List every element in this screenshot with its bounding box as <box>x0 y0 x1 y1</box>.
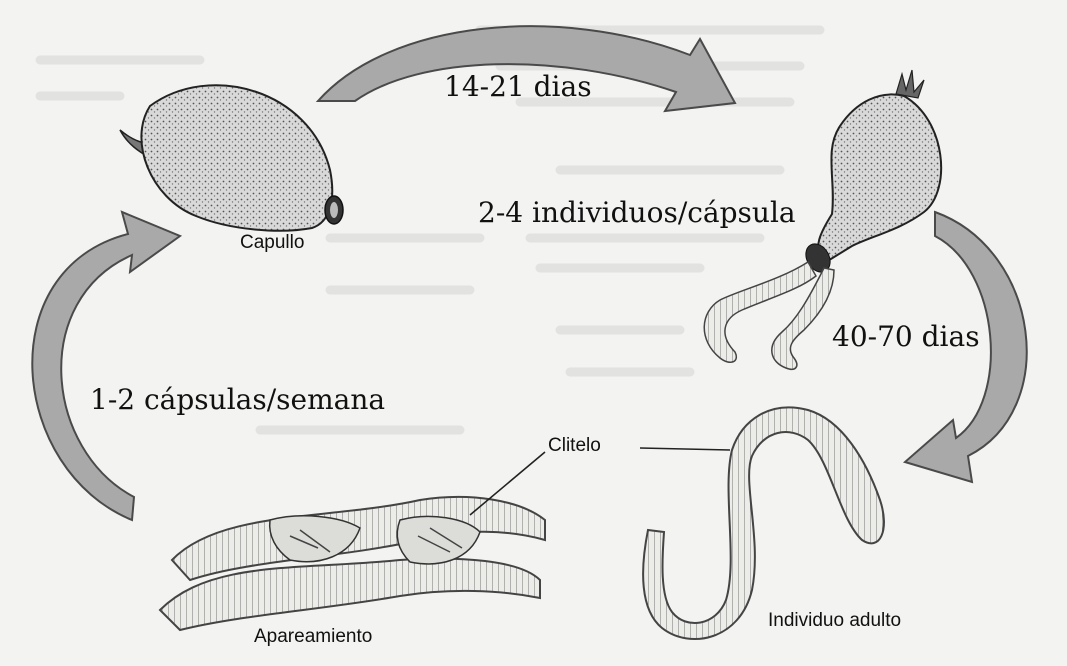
arrow-left <box>32 212 180 520</box>
label-time-top: 14-21 dias <box>444 70 592 103</box>
clitelo-pointer-right <box>640 448 730 450</box>
label-capsules-per-week: 1-2 cápsulas/semana <box>90 383 385 416</box>
earthworm-icon <box>643 407 884 639</box>
label-capullo: Capullo <box>240 232 304 254</box>
label-clitelo: Clitelo <box>548 435 601 457</box>
label-apareamiento: Apareamiento <box>254 626 372 648</box>
label-individuals-per-capsule: 2-4 individuos/cápsula <box>478 196 796 229</box>
mating-worms-icon <box>160 497 545 630</box>
label-individuo-adulto: Individuo adulto <box>768 610 901 632</box>
cocoon-icon <box>120 85 343 230</box>
label-time-right: 40-70 dias <box>832 320 980 353</box>
